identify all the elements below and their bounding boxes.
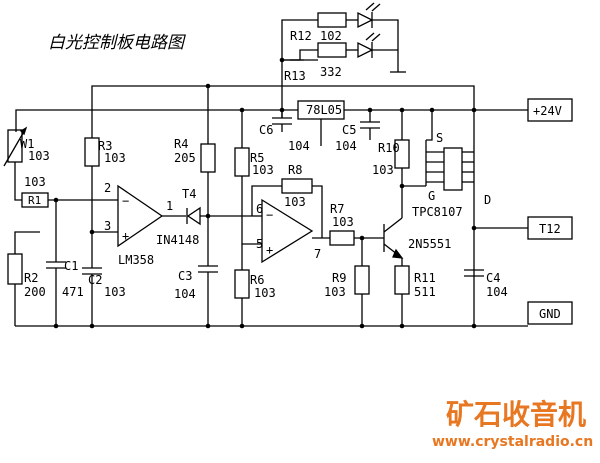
c1-label: C1 (64, 259, 78, 273)
r7-value: 103 (332, 215, 354, 229)
r4-label: R4 (174, 137, 188, 151)
mosfet-label: TPC8107 (412, 205, 463, 219)
r11-label: R11 (414, 271, 436, 285)
resistor-r5 (234, 147, 250, 177)
c6-value: 104 (288, 139, 310, 153)
terminal-24v (527, 98, 573, 122)
r9-value: 103 (324, 285, 346, 299)
c4-label: C4 (486, 271, 500, 285)
r5-value: 103 (252, 163, 274, 177)
resistor-r7 (329, 230, 355, 246)
r4-c3-column: R4 205 C3 104 (174, 86, 218, 326)
led-1 (357, 2, 381, 29)
lm358-label: LM358 (118, 253, 154, 267)
mosfet-tpc8107: S G D TPC8107 (412, 110, 491, 219)
lm358-pin1: 1 (166, 199, 173, 213)
opamp2-pin5: 5 (256, 237, 263, 251)
r10-value: 103 (372, 163, 394, 177)
r6-value: 103 (254, 286, 276, 300)
r13-label: R13 (284, 69, 306, 83)
regulator-section: C6 104 C5 104 78L05 (15, 100, 528, 153)
led-2 (357, 32, 381, 59)
resistor-r8 (281, 178, 313, 194)
regulator-label: 78L05 (306, 103, 342, 117)
terminal-t12 (527, 216, 573, 240)
c2-value: 103 (104, 285, 126, 299)
led-indicator-branch: R12 102 R13 332 (281, 2, 406, 118)
resistor-r3 (84, 137, 100, 167)
opamp-lm358: − + 2 3 1 LM358 (104, 181, 186, 267)
lm358-pin3: 3 (104, 219, 111, 233)
r3-label: R3 (98, 139, 112, 153)
c5-value: 104 (335, 139, 357, 153)
resistor-r4 (200, 143, 216, 173)
svg-text:+: + (266, 243, 273, 257)
resistor-r6 (234, 269, 250, 299)
diagram-title: 白光控制板电路图 (48, 33, 186, 53)
resistor-r13 (317, 42, 347, 58)
diode-t4: T4 IN4148 (156, 187, 252, 247)
terminal-24v-label: +24V (533, 104, 562, 118)
t4-value: IN4148 (156, 233, 199, 247)
c1-value: 471 (62, 285, 84, 299)
terminal-gnd-label: GND (539, 307, 561, 321)
svg-text:−: − (122, 194, 129, 208)
mosfet-body (443, 147, 463, 191)
c3-value: 104 (174, 287, 196, 301)
r10-section: R10 103 (372, 110, 426, 187)
output-section: T12 C4 104 (464, 216, 573, 299)
r12-value: 102 (320, 29, 342, 43)
q1-label: 2N5551 (408, 237, 451, 251)
r7-section: R7 103 R9 103 (324, 202, 384, 326)
r1-value: 103 (24, 175, 46, 189)
lm358-pin2: 2 (104, 181, 111, 195)
svg-text:+: + (122, 229, 129, 243)
r8-label: R8 (288, 163, 302, 177)
r13-value: 332 (320, 65, 342, 79)
r7-label: R7 (330, 202, 344, 216)
junction-dots (53, 57, 477, 329)
r8-value: 103 (284, 195, 306, 209)
r1-label: R1 (28, 194, 41, 207)
w1-label: W1 (20, 137, 34, 151)
mosfet-s-label: S (436, 131, 443, 145)
svg-text:−: − (266, 208, 273, 222)
terminal-t12-label: T12 (539, 222, 561, 236)
resistor-r11 (394, 265, 410, 295)
c5-label: C5 (342, 123, 356, 137)
upper-rail-wire (91, 85, 475, 326)
transistor-2n5551: 2N5551 (383, 186, 451, 266)
mosfet-g-label: G (428, 189, 435, 203)
c4-value: 104 (486, 285, 508, 299)
r2-value: 200 (24, 285, 46, 299)
watermark-url: www.crystalradio.cn (432, 434, 593, 450)
input-section: W1 103 R1 103 R2 200 C1 471 R3 103 C2 10… (3, 126, 126, 326)
terminal-gnd (527, 301, 573, 325)
opamp-2: R5 103 R6 103 − + 6 5 7 R8 103 (234, 110, 330, 326)
c3-label: C3 (178, 269, 192, 283)
r11-value: 511 (414, 285, 436, 299)
resistor-r2 (7, 253, 23, 285)
t4-label: T4 (182, 187, 196, 201)
c2-label: C2 (88, 273, 102, 287)
resistor-r9 (354, 265, 370, 295)
r9-label: R9 (332, 271, 346, 285)
w1-value: 103 (28, 149, 50, 163)
opamp2-pin6: 6 (256, 202, 263, 216)
resistor-r12 (317, 12, 347, 28)
r4-value: 205 (174, 151, 196, 165)
r11-section: R11 511 (394, 265, 436, 326)
r10-label: R10 (378, 141, 400, 155)
c6-label: C6 (259, 123, 273, 137)
watermark-brand: 矿石收音机 (446, 398, 586, 431)
r6-label: R6 (250, 273, 264, 287)
r5-label: R5 (250, 151, 264, 165)
r12-label: R12 (290, 29, 312, 43)
opamp2-pin7: 7 (314, 247, 321, 261)
mosfet-d-label: D (484, 193, 491, 207)
r3-value: 103 (104, 151, 126, 165)
r2-label: R2 (24, 271, 38, 285)
